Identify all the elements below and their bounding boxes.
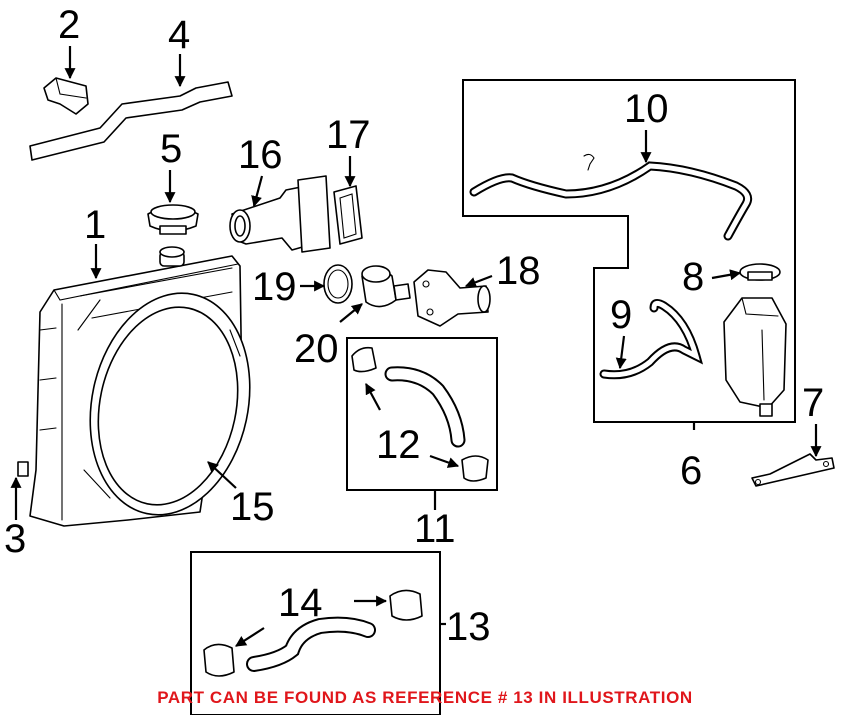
radiator-cap xyxy=(147,204,199,235)
callout-17: 17 xyxy=(326,113,371,157)
reservoir-cap xyxy=(739,263,781,281)
bracket-clip xyxy=(43,77,89,115)
overflow-hose xyxy=(469,153,753,241)
reference-note: PART CAN BE FOUND AS REFERENCE # 13 IN I… xyxy=(157,688,693,707)
callout-1: 1 xyxy=(84,203,106,247)
callout-2: 2 xyxy=(58,3,80,47)
callout-19: 19 xyxy=(252,265,297,309)
lower-hose-group-box xyxy=(190,551,441,715)
callout-6: 6 xyxy=(680,449,702,493)
thermostat-housing xyxy=(413,269,491,327)
callout-14: 14 xyxy=(278,581,323,625)
callout-20: 20 xyxy=(294,327,339,371)
upper-hose-group-box xyxy=(346,337,498,491)
thermostat xyxy=(361,265,411,308)
upper-radiator-hose xyxy=(351,346,489,482)
thermostat-o-ring xyxy=(323,264,353,304)
callout-9: 9 xyxy=(610,293,632,337)
reservoir-bracket xyxy=(751,453,835,487)
callout-8: 8 xyxy=(682,255,704,299)
callout-11: 11 xyxy=(414,507,456,551)
reservoir-hose xyxy=(599,298,704,380)
reservoir-group-box xyxy=(462,79,796,423)
callout-4: 4 xyxy=(168,13,190,57)
callout-16: 16 xyxy=(238,133,283,177)
callout-15: 15 xyxy=(230,485,275,529)
callout-10: 10 xyxy=(624,87,669,131)
water-outlet xyxy=(229,175,331,253)
lower-radiator-hose xyxy=(203,589,423,677)
callout-5: 5 xyxy=(160,127,182,171)
outlet-gasket xyxy=(333,185,363,245)
callout-18: 18 xyxy=(496,249,541,293)
callout-13: 13 xyxy=(446,605,491,649)
callout-7: 7 xyxy=(802,381,824,425)
coolant-reservoir xyxy=(723,297,787,417)
callout-12: 12 xyxy=(376,423,421,467)
callout-3: 3 xyxy=(4,517,26,561)
fan-shroud xyxy=(77,292,251,516)
leader-lines xyxy=(10,46,822,647)
radiator-seal-strip xyxy=(29,81,233,161)
